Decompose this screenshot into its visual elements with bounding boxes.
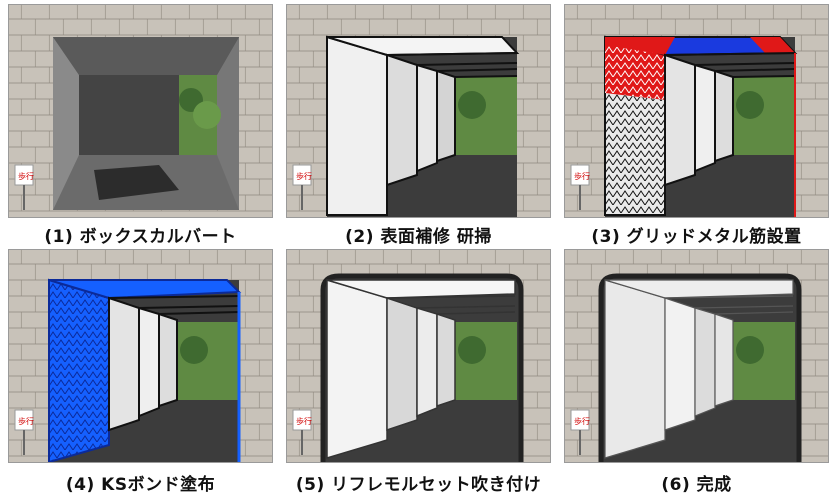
- step-5-panel: 歩行: [286, 249, 551, 463]
- sign-text: 歩行: [18, 416, 34, 426]
- step-4-caption: (4) KSボンド塗布: [65, 475, 216, 495]
- ks-bond-coating-illustration: 歩行: [9, 250, 272, 462]
- sign-text: 歩行: [296, 171, 312, 181]
- step-3-caption: (3) グリッドメタル筋設置: [591, 227, 802, 247]
- step-2-panel: 歩行: [286, 4, 551, 218]
- step-5-caption: (5) リフレモルセット吹き付け: [295, 475, 542, 495]
- step-2-caption: (2) 表面補修 研掃: [345, 227, 492, 247]
- completed-culvert-illustration: 歩行: [565, 250, 828, 462]
- culvert-photo-illustration: 歩行: [9, 5, 272, 217]
- step-1-panel: 歩行: [8, 4, 273, 218]
- step-6-panel: 歩行: [564, 249, 829, 463]
- step-3-panel: 歩行: [564, 4, 829, 218]
- sign-text: 歩行: [574, 171, 590, 181]
- step-4-panel: 歩行: [8, 249, 273, 463]
- mortar-spraying-illustration: 歩行: [287, 250, 550, 462]
- step-6-caption: (6) 完成: [661, 475, 732, 495]
- sign-text: 歩行: [296, 416, 312, 426]
- surface-cleaning-illustration: 歩行: [287, 5, 550, 217]
- step-1-caption: (1) ボックスカルバート: [44, 227, 237, 247]
- sign-text: 歩行: [574, 416, 590, 426]
- grid-metal-installation-illustration: 歩行: [565, 5, 828, 217]
- sign-text: 歩行: [18, 171, 34, 181]
